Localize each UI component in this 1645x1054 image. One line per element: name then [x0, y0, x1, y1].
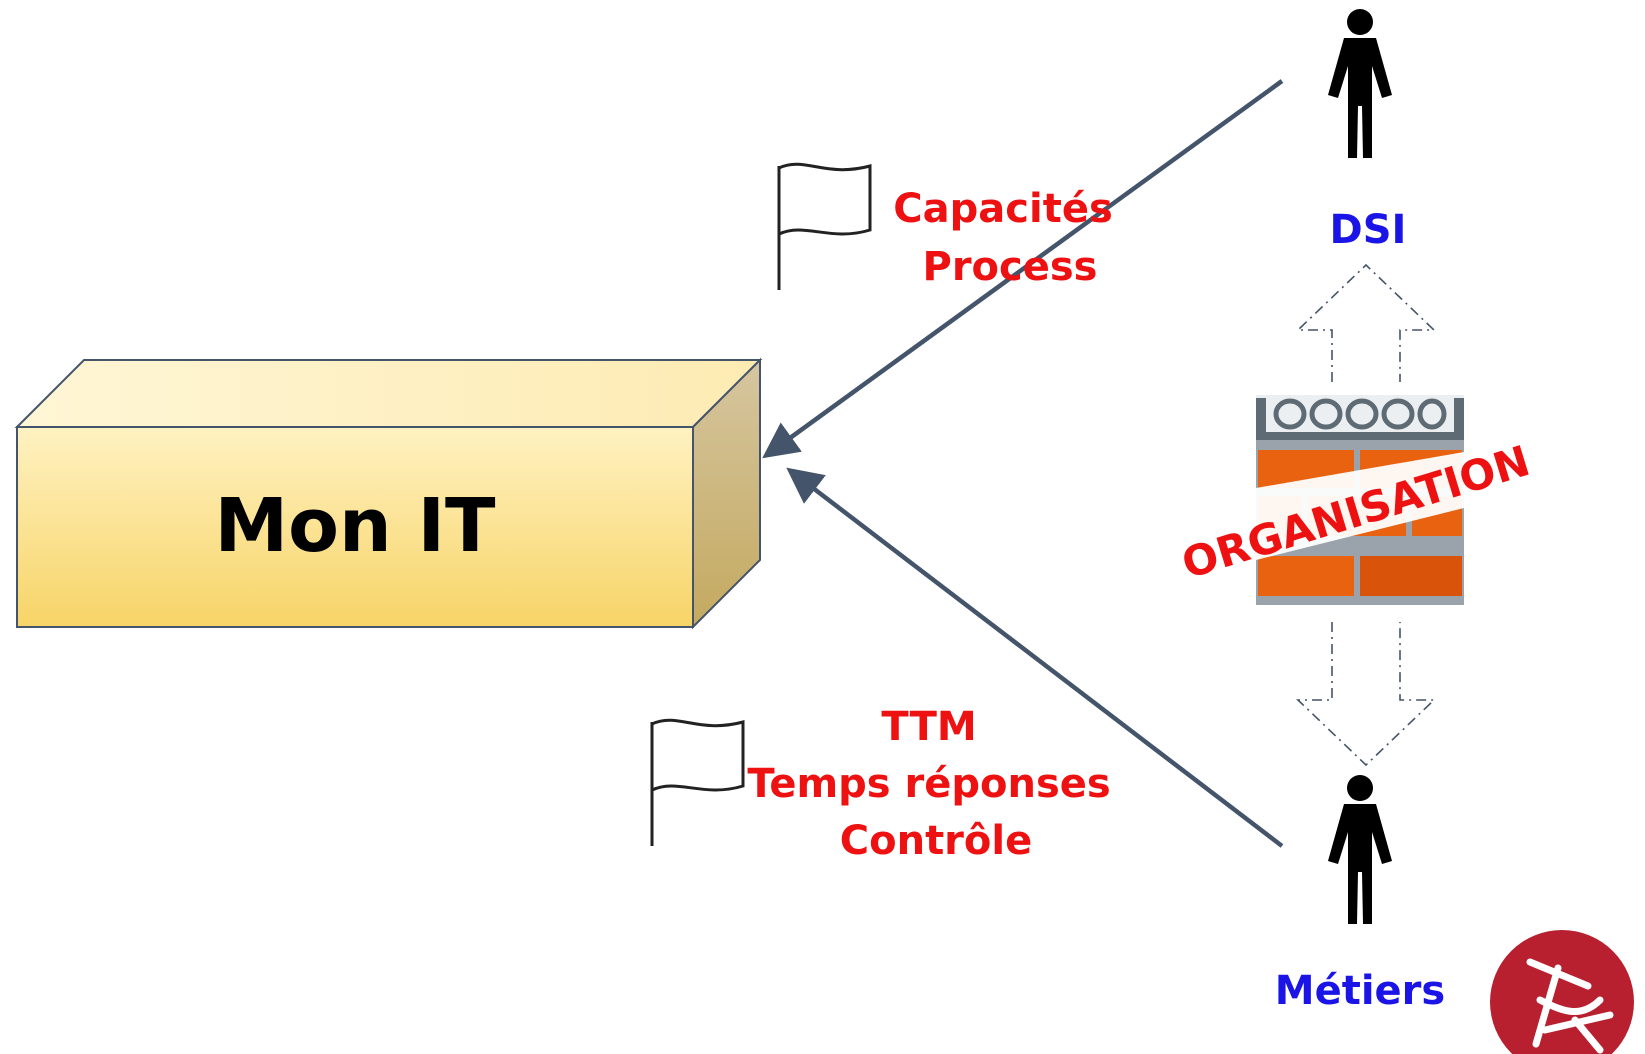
arrow-dsi-to-it: [762, 79, 1284, 459]
bottom-flag-labels: TTM Temps réponses Contrôle: [747, 704, 1124, 864]
box-top-face: [14, 359, 763, 428]
person-icon: [1328, 775, 1392, 924]
brick-wall-icon: [1256, 395, 1464, 605]
arrow-metiers-to-it: [786, 467, 1284, 848]
flag-icon: [777, 162, 872, 290]
mon-it-box: Mon IT: [14, 357, 763, 630]
person-icon: [1328, 9, 1392, 158]
top-flag-labels: Capacités Process: [893, 186, 1126, 290]
bottom-flag-line: Temps réponses: [747, 761, 1110, 807]
flag-icon: [650, 718, 745, 846]
bottom-flag-line: TTM: [881, 704, 976, 750]
actor-label-dsi: DSI: [1330, 207, 1407, 253]
logo-icon: [1490, 930, 1634, 1054]
top-flag-line: Process: [923, 244, 1098, 290]
box-front-face: [16, 426, 694, 628]
dashed-arrow-up: [1296, 263, 1436, 382]
dashed-arrow-down: [1296, 622, 1436, 767]
actor-label-metiers: Métiers: [1275, 968, 1445, 1014]
box-label: Mon IT: [215, 483, 496, 569]
top-flag-line: Capacités: [893, 186, 1112, 232]
bottom-flag-line: Contrôle: [840, 818, 1032, 864]
